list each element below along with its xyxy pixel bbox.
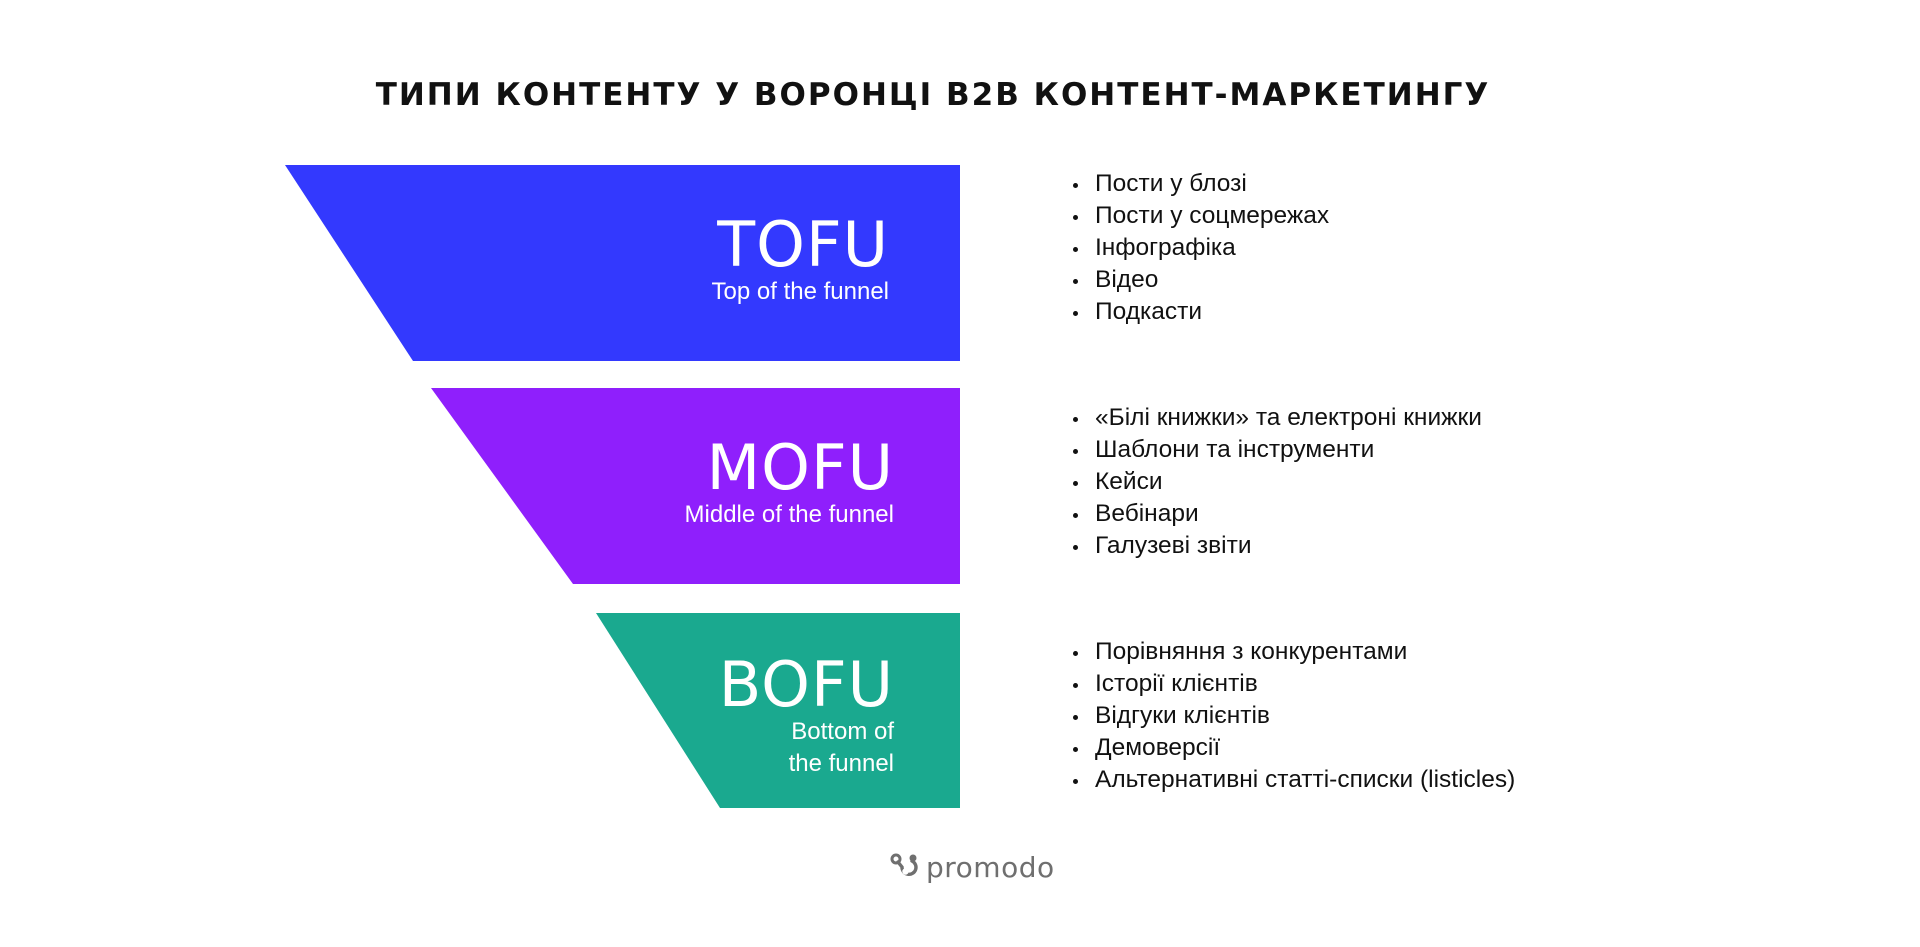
list-item: Пости у соцмережах — [1070, 200, 1329, 232]
funnel-segment-mofu — [431, 388, 960, 584]
list-item: Шаблони та інструменти — [1070, 434, 1482, 466]
content-list-bofu: Порівняння з конкурентами Історії клієнт… — [1070, 636, 1515, 796]
stage-abbr-tofu: TOFU — [717, 208, 889, 281]
promodo-logo: promodo — [890, 849, 1055, 885]
list-item: Відгуки клієнтів — [1070, 700, 1515, 732]
logo-text: promodo — [926, 850, 1055, 884]
list-item: Подкасти — [1070, 296, 1329, 328]
stage-label-tofu: TOFU Top of the funnel — [712, 214, 889, 308]
stage-name-tofu: Top of the funnel — [711, 278, 889, 305]
list-item: Пости у блозі — [1070, 168, 1329, 200]
stage-name-mofu: Middle of the funnel — [684, 501, 894, 528]
list-item: Інфографіка — [1070, 232, 1329, 264]
page-title: ТИПИ КОНТЕНТУ У ВОРОНЦІ B2B КОНТЕНТ-МАРК… — [375, 76, 1491, 113]
list-item: Історії клієнтів — [1070, 668, 1515, 700]
funnel-segment-tofu — [285, 165, 960, 361]
list-item: Демоверсії — [1070, 732, 1515, 764]
list-item: Відео — [1070, 264, 1329, 296]
list-item: «Білі книжки» та електроні книжки — [1070, 402, 1482, 434]
promodo-logo-icon — [890, 853, 918, 876]
stage-label-bofu: BOFU Bottom of the funnel — [719, 654, 894, 780]
list-item: Галузеві звіти — [1070, 530, 1482, 562]
funnel-segment-bofu — [596, 613, 960, 808]
list-item: Альтернативні статті-списки (listicles) — [1070, 764, 1515, 796]
stage-abbr-bofu: BOFU — [718, 648, 894, 721]
stage-label-mofu: MOFU Middle of the funnel — [685, 437, 894, 531]
stage-abbr-mofu: MOFU — [706, 431, 894, 504]
list-item: Кейси — [1070, 466, 1482, 498]
content-list-tofu: Пости у блозі Пости у соцмережах Інфогра… — [1070, 168, 1329, 328]
list-item: Вебінари — [1070, 498, 1482, 530]
content-list-mofu: «Білі книжки» та електроні книжки Шаблон… — [1070, 402, 1482, 562]
list-item: Порівняння з конкурентами — [1070, 636, 1515, 668]
stage-name-bofu: Bottom of the funnel — [788, 718, 894, 777]
